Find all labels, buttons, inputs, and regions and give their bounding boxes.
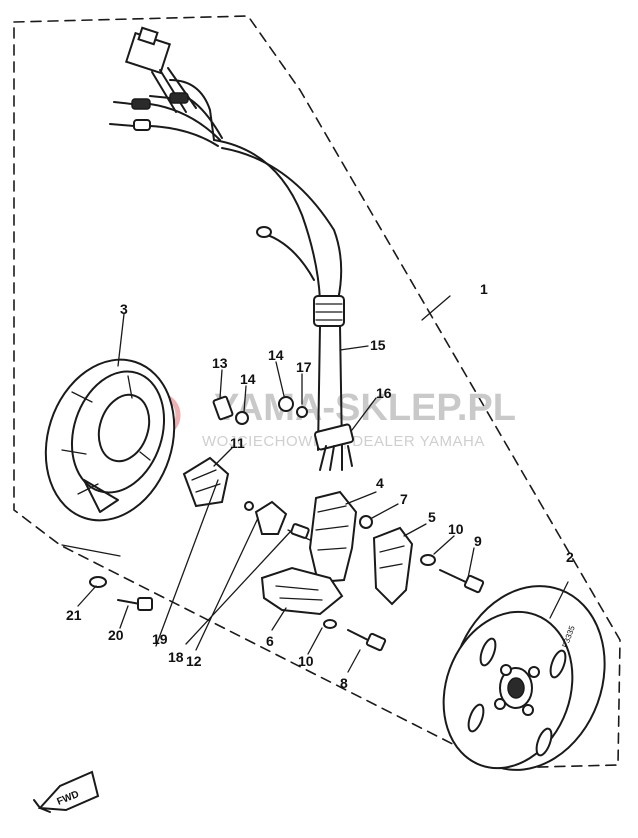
bolts-and-washers [89, 554, 485, 652]
callout-21: 21 [66, 607, 82, 623]
callout-4: 4 [376, 475, 384, 491]
source-coil [254, 500, 311, 541]
callout-2: 2 [566, 549, 574, 565]
callout-15: 15 [370, 337, 386, 353]
callout-16: 16 [376, 385, 392, 401]
wiring-connector [124, 26, 215, 141]
charge-coil [260, 490, 373, 616]
callout-12: 12 [186, 653, 202, 669]
pickup-coil [182, 456, 230, 508]
flywheel-rotor: F3335 [442, 585, 606, 771]
callout-3: 3 [120, 301, 128, 317]
callout-10-upper: 10 [448, 521, 464, 537]
leader-lines [61, 295, 569, 673]
callout-18: 18 [168, 649, 184, 665]
fwd-arrow-icon: FWD [33, 770, 100, 813]
callout-9: 9 [474, 533, 482, 549]
callout-11: 11 [230, 435, 245, 451]
callout-7: 7 [400, 491, 408, 507]
callout-17: 17 [296, 359, 312, 375]
callout-20: 20 [108, 627, 124, 643]
assembly-boundary [13, 15, 621, 769]
callout-1: 1 [480, 281, 488, 297]
wire-harness [213, 139, 355, 471]
callout-14-right: 14 [268, 347, 284, 363]
callout-10-lower: 10 [298, 653, 314, 669]
stator-plate [44, 358, 176, 522]
callout-6: 6 [266, 633, 274, 649]
callout-13: 13 [212, 355, 228, 371]
coil-assembly [372, 526, 414, 606]
callout-14-left: 14 [240, 371, 256, 387]
callout-19: 19 [152, 631, 168, 647]
bullet-terminals [109, 92, 223, 147]
callout-numbers: 1 2 3 4 5 6 7 8 9 10 10 11 12 13 14 14 1… [66, 281, 574, 691]
callout-5: 5 [428, 509, 436, 525]
callout-8: 8 [340, 675, 348, 691]
small-hardware [212, 395, 308, 511]
watermark-title: YAMA-SKLEP.PL [214, 387, 516, 429]
